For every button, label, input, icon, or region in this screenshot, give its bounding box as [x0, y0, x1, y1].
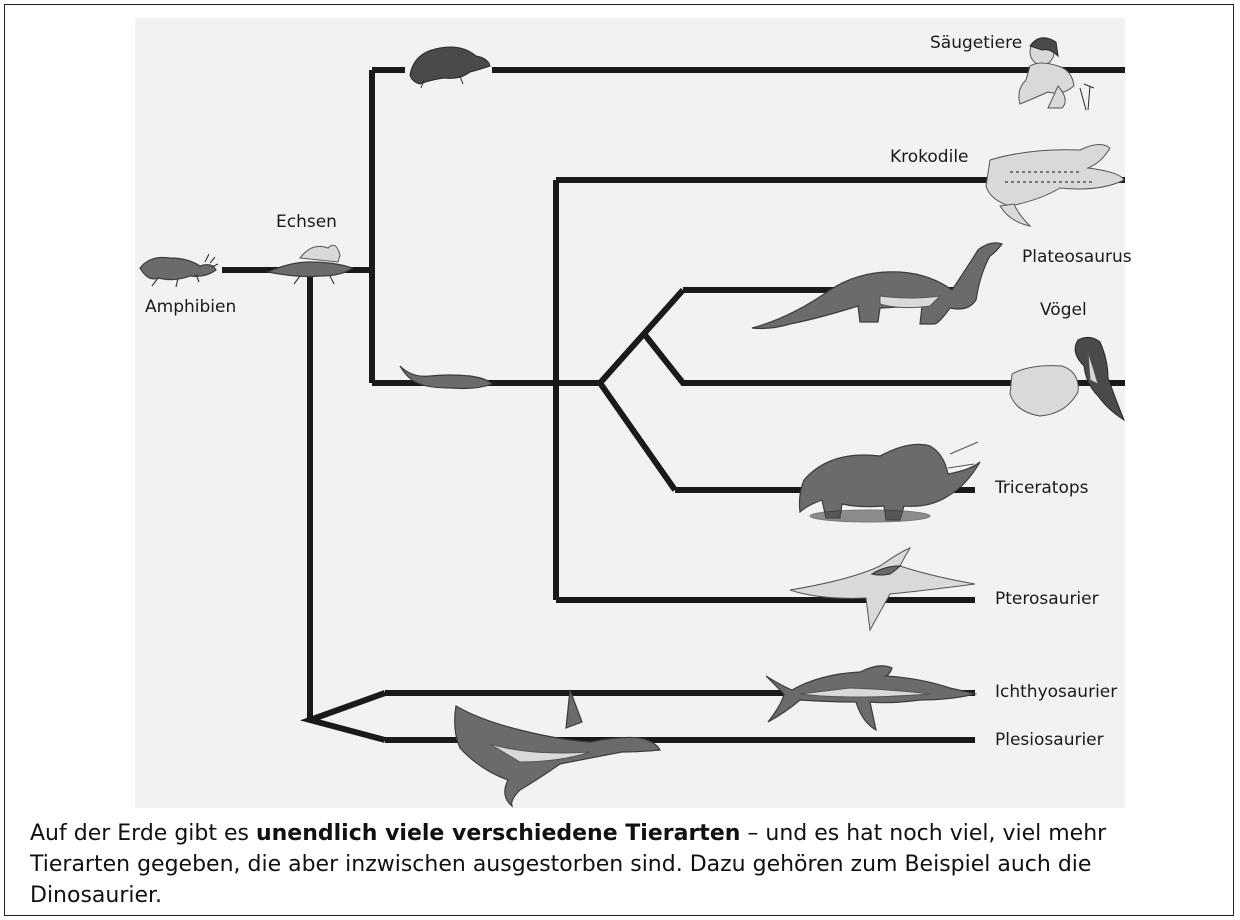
caption-text-start: Auf der Erde gibt es — [30, 821, 256, 846]
label-ichthyosaurier: Ichthyosaurier — [995, 682, 1117, 702]
label-saeugetiere: Säugetiere — [930, 33, 1022, 53]
diagram-background — [135, 18, 1125, 808]
label-amphibien: Amphibien — [145, 297, 236, 317]
label-krokodile: Krokodile — [890, 147, 969, 167]
label-voegel: Vögel — [1040, 300, 1087, 320]
label-triceratops: Triceratops — [994, 478, 1089, 498]
label-echsen: Echsen — [276, 212, 337, 232]
label-pterosaurier: Pterosaurier — [995, 589, 1099, 609]
label-plesiosaurier: Plesiosaurier — [995, 730, 1104, 750]
caption-emphasis: unendlich viele verschiedene Tierarten — [256, 821, 740, 846]
caption-paragraph: Auf der Erde gibt es unendlich viele ver… — [30, 818, 1210, 911]
label-plateosaurus: Plateosaurus — [1022, 247, 1132, 267]
